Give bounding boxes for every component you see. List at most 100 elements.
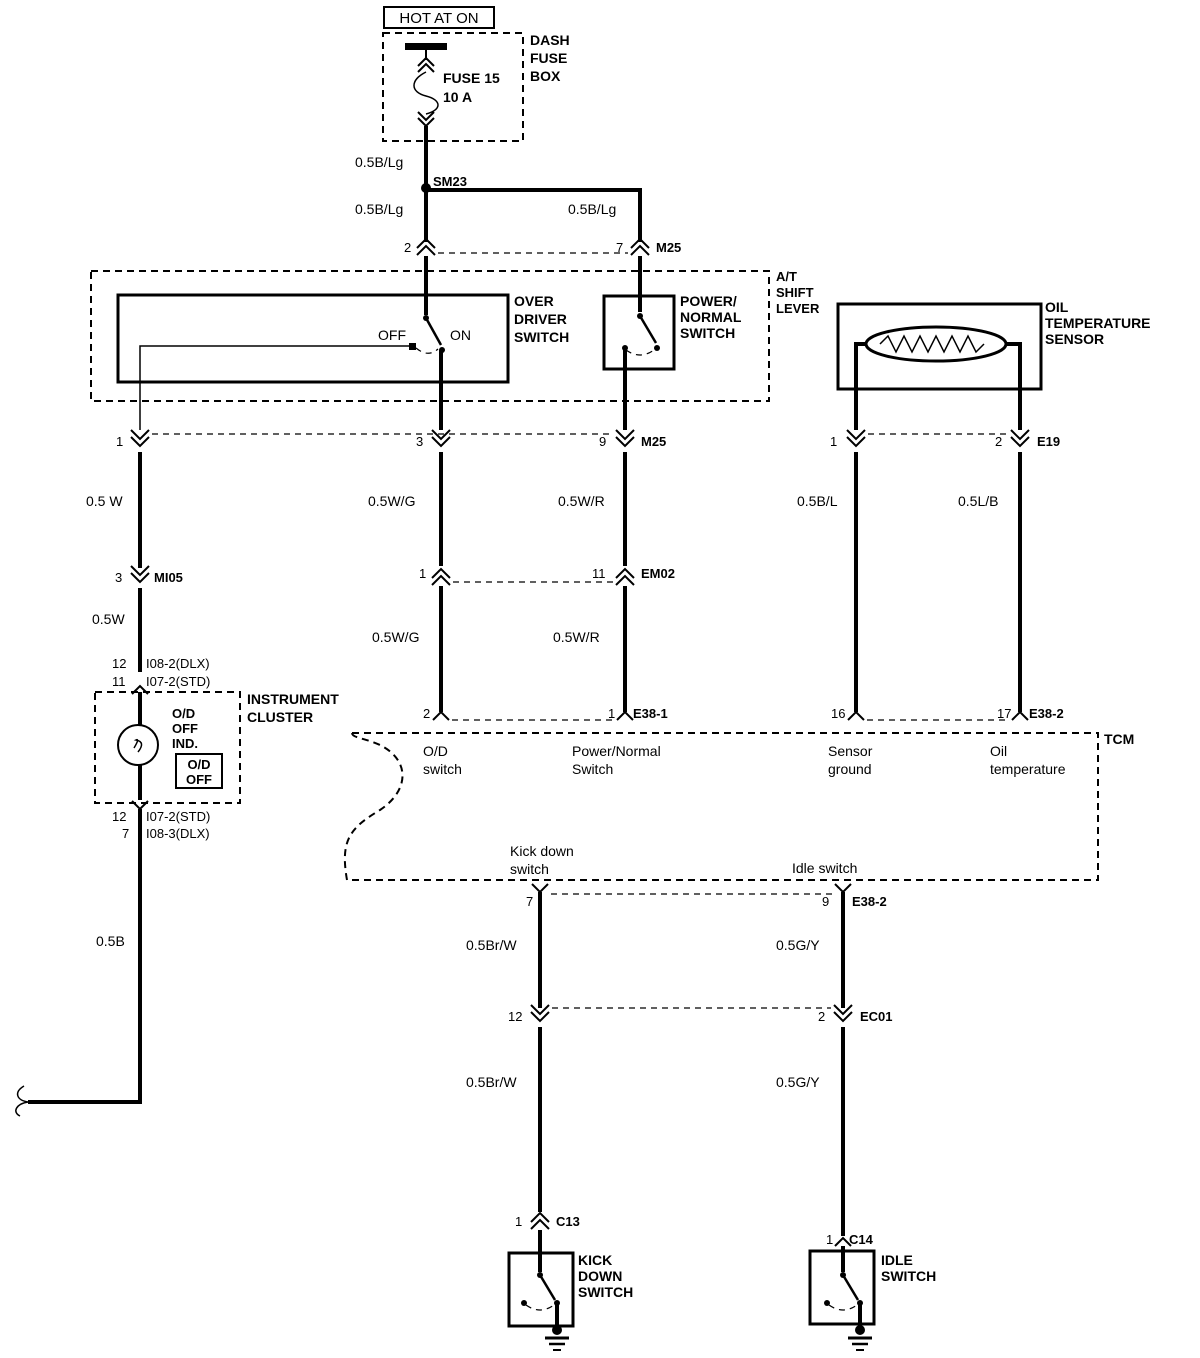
- at-shift-lever: A/T SHIFT LEVER: [90, 269, 820, 402]
- conn-e38-1-name: E38-1: [633, 706, 668, 721]
- fuse-bus-bar: [405, 43, 447, 50]
- wire-label-top-main: 0.5B/Lg: [355, 154, 403, 170]
- pin-mi05-3: 3: [115, 570, 122, 585]
- conn-mi05-name: MI05: [154, 570, 183, 585]
- tcm-pin-sg-2: ground: [828, 761, 872, 777]
- connector-c13: 1 C13: [515, 1212, 580, 1230]
- od-switch-off-label: OFF: [378, 327, 406, 343]
- fuse-element: [413, 71, 439, 115]
- hot-label: HOT AT ON: [399, 10, 478, 27]
- idle-switch: IDLE SWITCH: [808, 1246, 936, 1352]
- wire-ind-ground: [28, 809, 142, 1104]
- instrument-cluster-connectors-top: 12 I08-2(DLX) 11 I07-2(STD): [112, 656, 210, 695]
- oil-sensor-name-2: TEMPERATURE: [1045, 315, 1151, 331]
- wire-label-oil-temp: 0.5L/B: [958, 493, 998, 509]
- pin-e19-2: 2: [995, 434, 1002, 449]
- tcm-pin-pn-2: Switch: [572, 761, 613, 777]
- fuse-box-name-2: FUSE: [530, 50, 567, 66]
- wire-label-od-ind-mid: 0.5W: [92, 611, 125, 627]
- pin-ec01-12: 12: [508, 1009, 522, 1024]
- pin-c14-1: 1: [826, 1232, 833, 1247]
- instrument-cluster: O/D OFF IND. O/D OFF INSTRUMENT CLUSTER: [94, 691, 339, 804]
- tcm-pin-od-switch-1: O/D: [423, 743, 448, 759]
- pin-e19-1: 1: [830, 434, 837, 449]
- conn-i08-2-name: I08-2(DLX): [146, 656, 210, 671]
- wire-branch-right: [426, 188, 642, 242]
- lamp-label-2: OFF: [186, 772, 212, 787]
- thermistor-zigzag: [879, 334, 985, 354]
- conn-i07-2-top-name: I07-2(STD): [146, 674, 210, 689]
- od-off-contact: [409, 343, 416, 350]
- od-switch-name-2: DRIVER: [514, 311, 567, 327]
- power-normal-switch: POWER/ NORMAL SWITCH: [602, 256, 742, 430]
- conn-c13-name: C13: [556, 1214, 580, 1229]
- pin-i08-3-7: 7: [122, 826, 129, 841]
- wire-label-left-branch: 0.5B/Lg: [355, 201, 403, 217]
- od-off-lamp: [117, 724, 159, 766]
- conn-e19-name: E19: [1037, 434, 1060, 449]
- dash-fuse-box: FUSE 15 10 A DASH FUSE BOX: [382, 32, 570, 142]
- connector-m25-bottom: 1 3 9 M25: [116, 429, 666, 449]
- fuse-out-connector: [417, 111, 435, 128]
- shift-lever-name-2: SHIFT: [776, 285, 814, 300]
- shift-lever-name-3: LEVER: [776, 301, 820, 316]
- od-switch-blade: [424, 317, 443, 346]
- shift-lever-name-1: A/T: [776, 269, 797, 284]
- od-ind-label-3: IND.: [172, 736, 198, 751]
- od-switch-name-1: OVER: [514, 293, 554, 309]
- pn-switch-name-1: POWER/: [680, 293, 737, 309]
- pin-m25-7: 7: [616, 240, 623, 255]
- wire-label-sensor-ground: 0.5B/L: [797, 493, 838, 509]
- tcm-upper-connectors: 2 1 E38-1 16 17 E38-2: [423, 706, 1064, 721]
- over-driver-switch: OFF ON OVER DRIVER SWITCH: [116, 256, 569, 430]
- pin-em02-1: 1: [419, 566, 426, 581]
- pn-switch-blade: [638, 315, 658, 344]
- pin-e38-2-7: 7: [526, 894, 533, 909]
- tcm-pin-idle: Idle switch: [792, 860, 857, 876]
- wire-label-pn-upper: 0.5W/R: [558, 493, 605, 509]
- conn-c14-name: C14: [849, 1232, 874, 1247]
- tcm-name: TCM: [1104, 731, 1134, 747]
- lamp-label-1: O/D: [187, 757, 210, 772]
- tcm-module: TCM O/D switch Power/Normal Switch Senso…: [343, 731, 1134, 881]
- connector-c14: 1 C14: [826, 1232, 874, 1247]
- pin-ec01-2: 2: [818, 1009, 825, 1024]
- instrument-cluster-connectors-bottom: 12 I07-2(STD) 7 I08-3(DLX): [112, 800, 210, 841]
- pin-e38-1-1: 1: [608, 706, 615, 721]
- pin-i07-2-11: 11: [112, 674, 126, 689]
- fuse-box-name-1: DASH: [530, 32, 570, 48]
- connector-e19: 1 2 E19: [830, 429, 1060, 449]
- pin-m25b-3: 3: [416, 434, 423, 449]
- pin-e38-2-9: 9: [822, 894, 829, 909]
- pin-e38-2-16: 16: [831, 706, 845, 721]
- od-off-lamp-icon: [175, 753, 223, 789]
- wire-label-pn-lower: 0.5W/R: [553, 629, 600, 645]
- oil-temperature-sensor: OIL TEMPERATURE SENSOR: [836, 299, 1151, 430]
- kick-down-switch: KICK DOWN SWITCH: [507, 1230, 633, 1352]
- kick-name-1: KICK: [578, 1252, 612, 1268]
- lamp-filament: [133, 738, 143, 753]
- pn-switch-name-2: NORMAL: [680, 309, 742, 325]
- pin-m25b-9: 9: [599, 434, 606, 449]
- cluster-name-1: INSTRUMENT: [247, 691, 339, 707]
- pin-m25-2: 2: [404, 240, 411, 255]
- oil-sensor-name-3: SENSOR: [1045, 331, 1104, 347]
- conn-m25-bottom-name: M25: [641, 434, 666, 449]
- kick-name-3: SWITCH: [578, 1284, 633, 1300]
- connector-m25-top: 2 7 M25: [404, 238, 681, 256]
- pin-e38-2-17: 17: [997, 706, 1011, 721]
- wire-label-od-ind-upper: 0.5 W: [86, 493, 123, 509]
- idle-name-1: IDLE: [881, 1252, 913, 1268]
- pin-i08-2-12: 12: [112, 656, 126, 671]
- pin-m25b-1: 1: [116, 434, 123, 449]
- connector-mi05: 3 MI05: [115, 565, 183, 585]
- tcm-pin-pn-1: Power/Normal: [572, 743, 661, 759]
- od-switch-name-3: SWITCH: [514, 329, 569, 345]
- conn-e38-2-bot-name: E38-2: [852, 894, 887, 909]
- pn-switch-name-3: SWITCH: [680, 325, 735, 341]
- pin-i07-2-12: 12: [112, 809, 126, 824]
- hot-at-on-box: HOT AT ON: [383, 6, 495, 29]
- connector-ec01: 12 2 EC01: [508, 1004, 893, 1024]
- wire-label-ind-ground: 0.5B: [96, 933, 125, 949]
